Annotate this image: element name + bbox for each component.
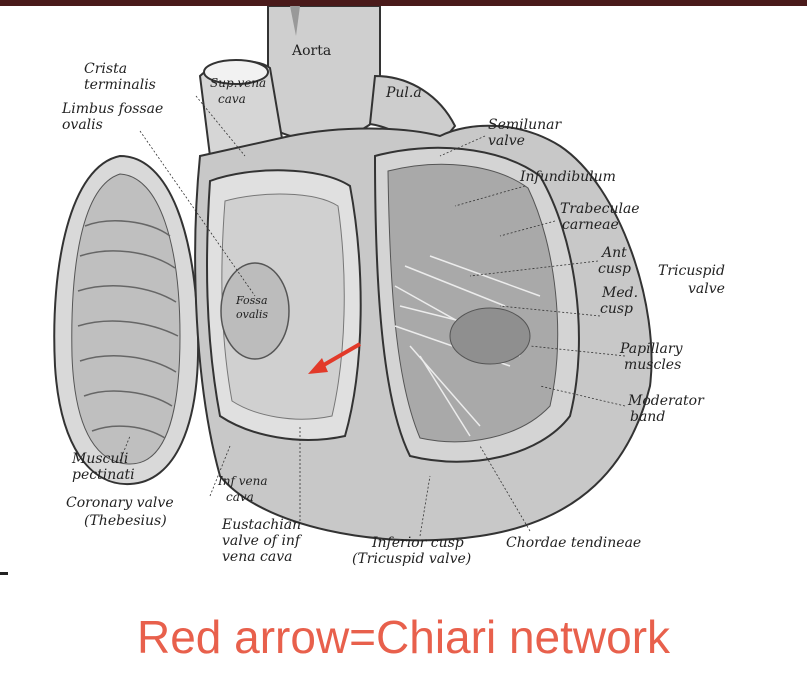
- heart-illustration: Aorta Crista terminalis Limbus fossae ov…: [0, 6, 807, 580]
- label-coronary-valve: Coronary valve: [66, 495, 174, 511]
- label-sup-vena: Sup.vena: [210, 76, 267, 90]
- edge-mark: [0, 572, 8, 575]
- heart-drawing: [53, 6, 653, 542]
- atrial-flap: [53, 154, 200, 486]
- label-musculi: Musculi: [72, 451, 129, 467]
- label-terminalis: terminalis: [84, 77, 156, 93]
- caption: Red arrow=Chiari network: [136, 611, 671, 663]
- label-chordae: Chordae tendineae: [506, 535, 642, 551]
- label-crista: Crista: [84, 61, 128, 77]
- label-pula: Pul.a: [386, 85, 422, 101]
- label-muscles: muscles: [624, 357, 682, 373]
- label-tricuspid-valve: valve: [688, 281, 725, 297]
- label-semilunar-valve: valve: [488, 133, 525, 149]
- label-ant-cusp: cusp: [598, 261, 632, 277]
- top-border: [0, 0, 807, 6]
- label-aorta: Aorta: [292, 43, 332, 59]
- label-pectinati: pectinati: [72, 467, 135, 483]
- label-infundibulum: Infundibulum: [520, 169, 616, 185]
- label-semilunar: Semilunar: [488, 117, 562, 133]
- label-fossa-ovalis: ovalis: [236, 308, 269, 321]
- label-tricuspid-paren: (Tricuspid valve): [352, 551, 472, 567]
- label-eustachian-2: valve of inf: [222, 533, 301, 549]
- label-med-cusp: cusp: [600, 301, 634, 317]
- label-inf-cava: cava: [226, 490, 254, 504]
- label-carneae: carneae: [562, 217, 619, 233]
- label-eustachian-3: vena cava: [222, 549, 293, 565]
- label-papillary: Papillary: [620, 341, 683, 357]
- label-inf-vena: Inf vena: [218, 474, 268, 488]
- label-fossa: Fossa: [236, 294, 268, 307]
- label-inferior-cusp: Inferior cusp: [372, 535, 464, 551]
- label-moderator: Moderator: [628, 393, 704, 409]
- label-sup-cava: cava: [218, 92, 246, 106]
- heart-body: [194, 124, 653, 542]
- label-ovalis: ovalis: [62, 117, 103, 133]
- label-limbus: Limbus fossae: [62, 101, 164, 117]
- red-arrow: [308, 342, 362, 374]
- label-eustachian-1: Eustachian: [222, 517, 302, 533]
- label-med: Med.: [602, 285, 639, 301]
- label-thebesius: (Thebesius): [84, 513, 167, 529]
- leader-lines: [119, 95, 626, 537]
- label-ant: Ant: [602, 245, 627, 261]
- label-trabeculae: Trabeculae: [560, 201, 640, 217]
- label-band: band: [630, 409, 666, 425]
- label-tricuspid: Tricuspid: [658, 263, 725, 279]
